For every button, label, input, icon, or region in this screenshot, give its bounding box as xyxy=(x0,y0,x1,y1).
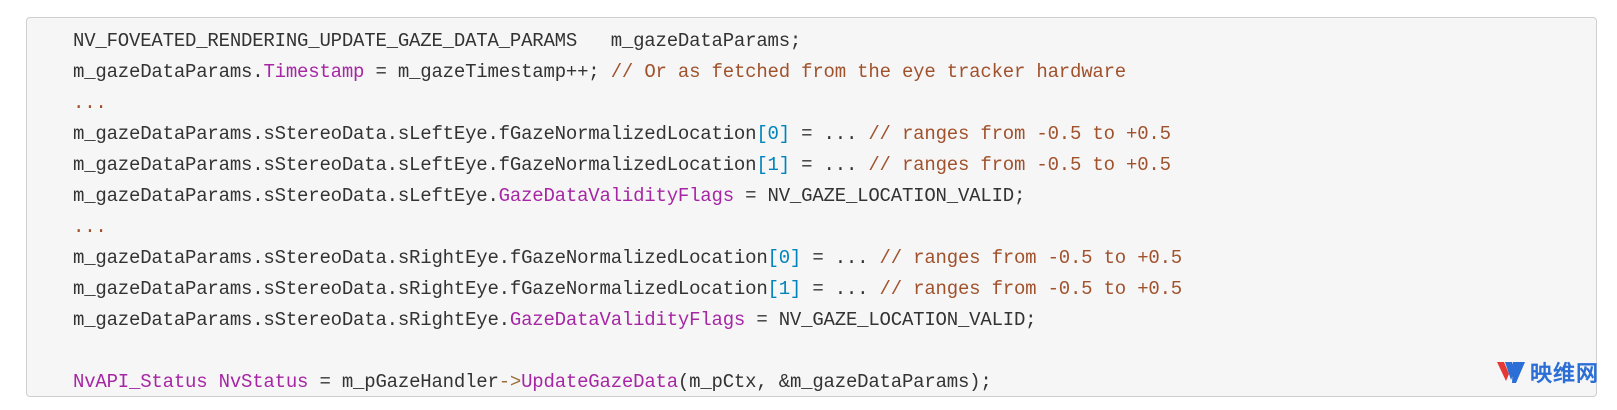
code-line: ... xyxy=(73,88,1576,119)
code-line: m_gazeDataParams.Timestamp = m_gazeTimes… xyxy=(73,57,1576,88)
code-lines: NV_FOVEATED_RENDERING_UPDATE_GAZE_DATA_P… xyxy=(73,26,1576,396)
code-token-comment: ... xyxy=(73,216,107,238)
code-token-num: [1] xyxy=(767,278,802,300)
code-token-plain: m_gazeDataParams.sStereoData.sRightEye.f… xyxy=(73,278,768,300)
code-line: NV_FOVEATED_RENDERING_UPDATE_GAZE_DATA_P… xyxy=(73,26,1576,57)
code-line: m_gazeDataParams.sStereoData.sRightEye.f… xyxy=(73,243,1576,274)
code-token-comment: // Or as fetched from the eye tracker ha… xyxy=(610,61,1127,83)
code-token-plain: NV_FOVEATED_RENDERING_UPDATE_GAZE_DATA_P… xyxy=(73,30,802,52)
code-token-comment: ... xyxy=(73,92,107,114)
code-token-comment: // ranges from -0.5 to +0.5 xyxy=(879,247,1183,269)
code-token-plain: = m_pGazeHandler xyxy=(308,371,499,393)
code-token-plain: m_gazeDataParams.sStereoData.sLeftEye.fG… xyxy=(73,123,757,145)
code-token-num: [1] xyxy=(756,154,790,176)
code-token-plain: m_gazeDataParams.sStereoData.sLeftEye. xyxy=(73,185,499,207)
code-token-plain: = ... xyxy=(789,154,869,176)
code-token-num: [0] xyxy=(756,123,790,145)
code-token-comment: // ranges from -0.5 to +0.5 xyxy=(868,154,1171,176)
yivian-logo-icon xyxy=(1496,362,1525,383)
code-token-plain: = NV_GAZE_LOCATION_VALID; xyxy=(745,309,1037,331)
code-line: ... xyxy=(73,212,1576,243)
code-token-op: -> xyxy=(498,371,522,393)
watermark: 映维网 xyxy=(1496,355,1599,389)
code-token-plain: = ... xyxy=(789,123,869,145)
code-token-num: [0] xyxy=(767,247,802,269)
code-token-plain: (m_pCtx, &m_gazeDataParams); xyxy=(677,371,992,393)
watermark-text: 映维网 xyxy=(1529,362,1599,387)
code-token-comment: // ranges from -0.5 to +0.5 xyxy=(879,278,1183,300)
code-line: m_gazeDataParams.sStereoData.sRightEye.f… xyxy=(73,274,1576,305)
code-token-plain: m_gazeDataParams.sStereoData.sLeftEye.fG… xyxy=(73,154,757,176)
code-line: NvAPI_Status NvStatus = m_pGazeHandler->… xyxy=(73,367,1576,396)
code-token-plain: m_gazeDataParams.sStereoData.sRightEye.f… xyxy=(73,247,768,269)
code-line: m_gazeDataParams.sStereoData.sLeftEye.fG… xyxy=(73,119,1576,150)
code-token-comment: // ranges from -0.5 to +0.5 xyxy=(868,123,1171,145)
code-line: m_gazeDataParams.sStereoData.sLeftEye.fG… xyxy=(73,150,1576,181)
code-line: m_gazeDataParams.sStereoData.sLeftEye.Ga… xyxy=(73,181,1576,212)
code-token-prop: NvAPI_Status NvStatus xyxy=(73,371,309,393)
code-token-plain: = NV_GAZE_LOCATION_VALID; xyxy=(733,185,1026,207)
code-line: m_gazeDataParams.sStereoData.sRightEye.G… xyxy=(73,305,1576,336)
code-token-prop: GazeDataValidityFlags xyxy=(509,309,746,331)
code-block: NV_FOVEATED_RENDERING_UPDATE_GAZE_DATA_P… xyxy=(26,17,1597,397)
code-line xyxy=(73,336,1576,367)
code-token-plain: m_gazeDataParams. xyxy=(73,61,264,83)
code-token-plain: m_gazeDataParams.sStereoData.sRightEye. xyxy=(73,309,510,331)
code-token-plain: = ... xyxy=(801,278,880,300)
code-token-plain: = m_gazeTimestamp++; xyxy=(364,61,611,83)
code-token-prop: GazeDataValidityFlags xyxy=(498,185,734,207)
code-token-prop: UpdateGazeData xyxy=(521,371,678,393)
code-token-prop: Timestamp xyxy=(263,61,365,83)
code-token-plain: = ... xyxy=(801,247,880,269)
